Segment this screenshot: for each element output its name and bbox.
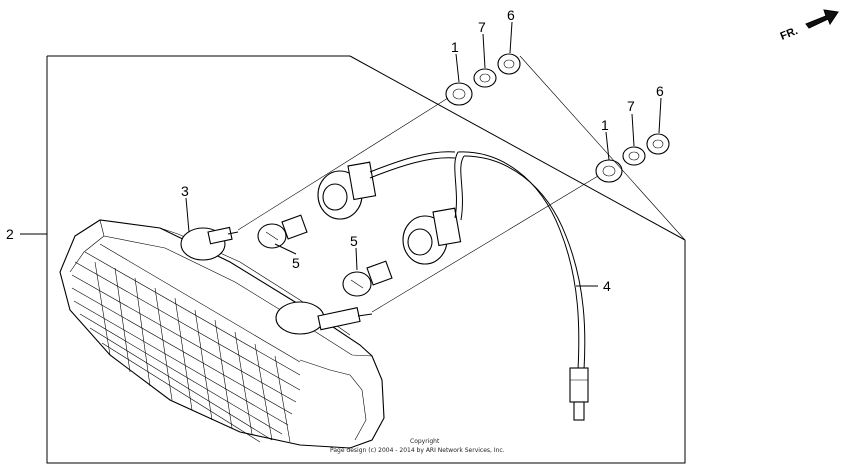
bulb-upper (257, 214, 308, 249)
grommet-upper (445, 82, 473, 106)
callout-5-lower: 5 (292, 255, 300, 271)
washer-lower (622, 146, 646, 166)
hardware-upper (445, 53, 521, 106)
assembly-frame (20, 55, 686, 464)
front-label: FR. (779, 25, 800, 43)
washer-upper (473, 68, 497, 88)
front-direction-indicator: FR. (779, 9, 839, 43)
callout-7-lower: 7 (627, 98, 635, 114)
tail-light-lens (59, 219, 385, 449)
housing-boss-lower (275, 301, 325, 335)
assembly-guide-lines (237, 55, 686, 313)
callout-2: 2 (6, 226, 14, 242)
callout-4: 4 (603, 278, 611, 294)
copyright-line-1: Copyright (410, 438, 440, 445)
grommet-lower (595, 159, 623, 183)
bulb-lower (342, 260, 393, 297)
copyright-line-2: Page design (c) 2004 - 2014 by ARI Netwo… (330, 447, 505, 454)
lens-texture (71, 243, 301, 443)
callout-5-upper: 5 (350, 233, 358, 249)
leader-lines (185, 21, 662, 287)
callout-7-upper: 7 (478, 19, 486, 35)
nut-upper (497, 53, 521, 75)
socket-upper (317, 161, 377, 220)
callout-1-upper: 1 (451, 39, 459, 55)
callout-3: 3 (181, 183, 189, 199)
forward-arrow-icon (805, 9, 839, 29)
nut-lower (646, 133, 670, 155)
callout-1-lower: 1 (601, 117, 609, 133)
wire-harness (369, 151, 589, 421)
socket-lower (402, 207, 462, 265)
callout-6-upper: 6 (507, 7, 515, 23)
callout-6-lower: 6 (656, 83, 664, 99)
harness-connector (569, 367, 589, 403)
